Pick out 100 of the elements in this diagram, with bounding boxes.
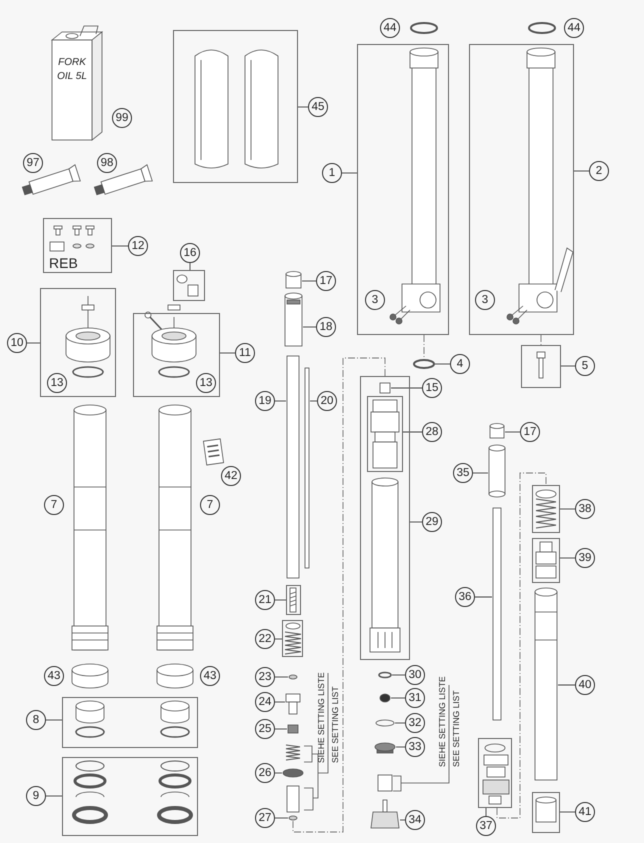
- callout-number: 35: [453, 463, 473, 483]
- callout-number: 10: [7, 333, 27, 353]
- callout-number: 15: [422, 378, 442, 398]
- leader-line: [26, 342, 40, 344]
- callout-number: 8: [26, 710, 46, 730]
- leader-line: [310, 400, 318, 402]
- callout-number: 3: [365, 290, 385, 310]
- callout-number: 20: [317, 391, 337, 411]
- callout-number: 44: [380, 18, 400, 38]
- callout-number: 42: [221, 466, 241, 486]
- thin-rod-drawing: [304, 367, 310, 569]
- leader-line: [274, 676, 288, 678]
- note-text: SEE SETTING LIST: [451, 690, 461, 767]
- assembly-line: [292, 358, 386, 832]
- callout-number: 41: [575, 802, 595, 822]
- callout-number: 44: [564, 18, 584, 38]
- callout-number: 13: [47, 373, 67, 393]
- washer-drawing: [378, 671, 392, 680]
- callout-number: 11: [235, 343, 255, 363]
- piston-rod-drawing: [286, 355, 300, 579]
- callout-number: 26: [255, 763, 275, 783]
- note-text: SIEHE SETTING LISTE: [437, 676, 447, 767]
- leader-line: [396, 746, 406, 748]
- callout-number: 27: [255, 808, 275, 828]
- leader-line: [472, 472, 488, 474]
- leader-line: [394, 722, 406, 724]
- leader-line: [274, 638, 282, 640]
- callout-number: 19: [255, 391, 275, 411]
- parts-group-frame: [62, 757, 198, 836]
- cylinder-drawing: [488, 444, 506, 498]
- nut-drawing: [379, 382, 391, 394]
- nut-drawing: [379, 693, 391, 703]
- leader-line: [274, 400, 286, 402]
- callout-number: 4: [450, 354, 470, 374]
- parts-group-frame: [532, 792, 560, 833]
- callout-number: 37: [476, 816, 496, 836]
- can-label-text: FORK OIL 5L: [56, 56, 88, 84]
- callout-number: 33: [405, 737, 425, 757]
- callout-number: 99: [112, 108, 132, 128]
- callout-number: 16: [180, 243, 200, 263]
- callout-number: 45: [308, 97, 328, 117]
- leader-line: [302, 326, 316, 328]
- leader-line: [342, 172, 358, 174]
- o-ring-drawing: [413, 359, 435, 369]
- parts-group-frame: [532, 485, 560, 533]
- parts-group-frame: [532, 538, 560, 583]
- cap-nut-drawing: [285, 271, 302, 289]
- callout-number: 25: [255, 719, 275, 739]
- parts-group-frame: [286, 585, 301, 615]
- parts-group-frame: [469, 44, 574, 335]
- parts-group-frame: [521, 345, 561, 388]
- leader-line: [274, 728, 288, 730]
- callout-number: 31: [405, 688, 425, 708]
- callout-number: 9: [26, 786, 46, 806]
- callout-number: 22: [255, 629, 275, 649]
- fork-tube-drawing: [534, 587, 558, 781]
- callout-number: 17: [316, 271, 336, 291]
- leader-line: [558, 684, 576, 686]
- callout-number: 43: [200, 666, 220, 686]
- leader-line: [220, 352, 236, 354]
- parts-group-frame: [133, 313, 220, 397]
- piston-rod-drawing: [492, 507, 502, 721]
- washer-drawing: [288, 674, 298, 680]
- nut-drawing: [287, 724, 299, 734]
- callout-number: 13: [196, 373, 216, 393]
- assembly-line: [540, 334, 542, 346]
- callout-number: 39: [575, 548, 595, 568]
- parts-group-frame: [478, 738, 512, 808]
- note-text: SIEHE SETTING LISTE: [316, 672, 326, 763]
- callout-number: 34: [405, 810, 425, 830]
- callout-number: 28: [422, 422, 442, 442]
- piston-drawing: [374, 742, 396, 754]
- parts-group-frame: [43, 218, 112, 273]
- callout-number: 7: [200, 495, 220, 515]
- parts-group-frame: [360, 376, 410, 660]
- callout-number: 5: [575, 356, 595, 376]
- leader-line: [574, 170, 590, 172]
- callout-number: 18: [316, 317, 336, 337]
- leader-line: [274, 772, 282, 774]
- callout-number: 30: [405, 665, 425, 685]
- assembly-line: [496, 472, 546, 818]
- parts-group-frame: [173, 270, 205, 301]
- cylinder-drawing: [284, 292, 303, 347]
- note-text: SEE SETTING LIST: [330, 686, 340, 763]
- cap-nut-drawing: [489, 422, 505, 439]
- parts-group-frame: [62, 697, 198, 748]
- callout-number: 21: [255, 590, 275, 610]
- callout-number: 29: [422, 512, 442, 532]
- callout-number: 3: [475, 290, 495, 310]
- leader-line: [392, 674, 406, 676]
- callout-number: 24: [255, 692, 275, 712]
- callout-number: 1: [322, 163, 342, 183]
- callout-number: 23: [255, 667, 275, 687]
- callout-number: 2: [589, 161, 609, 181]
- parts-group-frame: [40, 288, 116, 397]
- leader-line: [298, 106, 308, 108]
- leader-line: [302, 280, 316, 282]
- callout-number: 98: [97, 153, 117, 173]
- parts-group-frame: [357, 44, 449, 335]
- callout-number: 7: [44, 495, 64, 515]
